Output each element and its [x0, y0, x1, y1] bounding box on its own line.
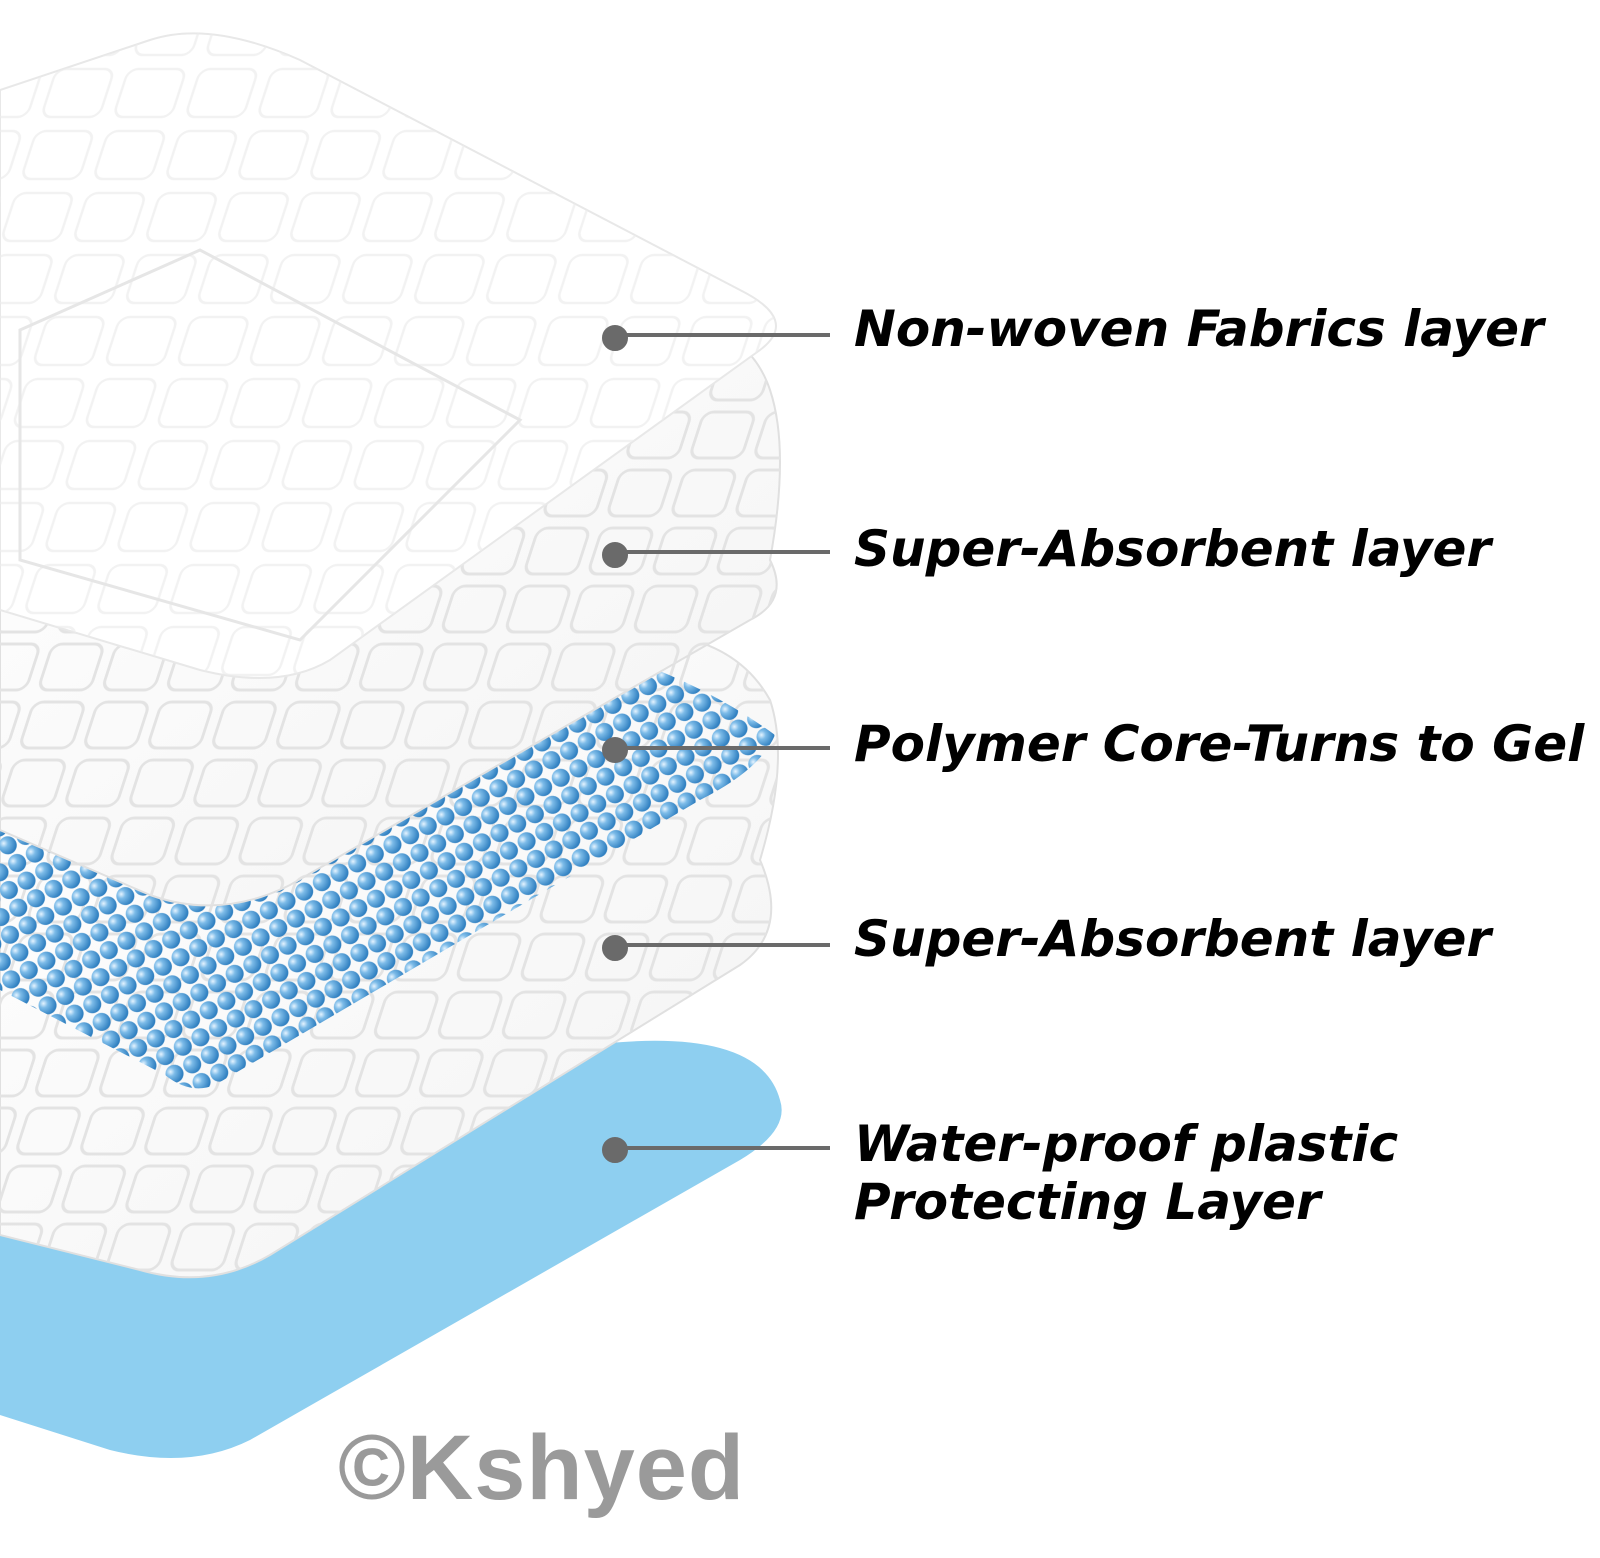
label-nonwoven-fabrics: Non-woven Fabrics layer: [854, 300, 1544, 358]
watermark: ©Kshyed: [338, 1417, 746, 1519]
callout-dot-3: [602, 935, 628, 961]
callout-dot-0: [602, 325, 628, 351]
label-waterproof-plastic: Water-proof plastic Protecting Layer: [854, 1115, 1398, 1231]
label-super-absorbent-lower: Super-Absorbent layer: [854, 910, 1492, 968]
callout-dot-1: [602, 542, 628, 568]
label-waterproof-line-1: Water-proof plastic: [854, 1115, 1399, 1173]
label-waterproof-line-2: Protecting Layer: [854, 1173, 1321, 1231]
label-super-absorbent-upper: Super-Absorbent layer: [854, 520, 1492, 578]
callouts: [602, 325, 830, 1163]
label-polymer-core: Polymer Core-Turns to Gel: [854, 715, 1585, 773]
